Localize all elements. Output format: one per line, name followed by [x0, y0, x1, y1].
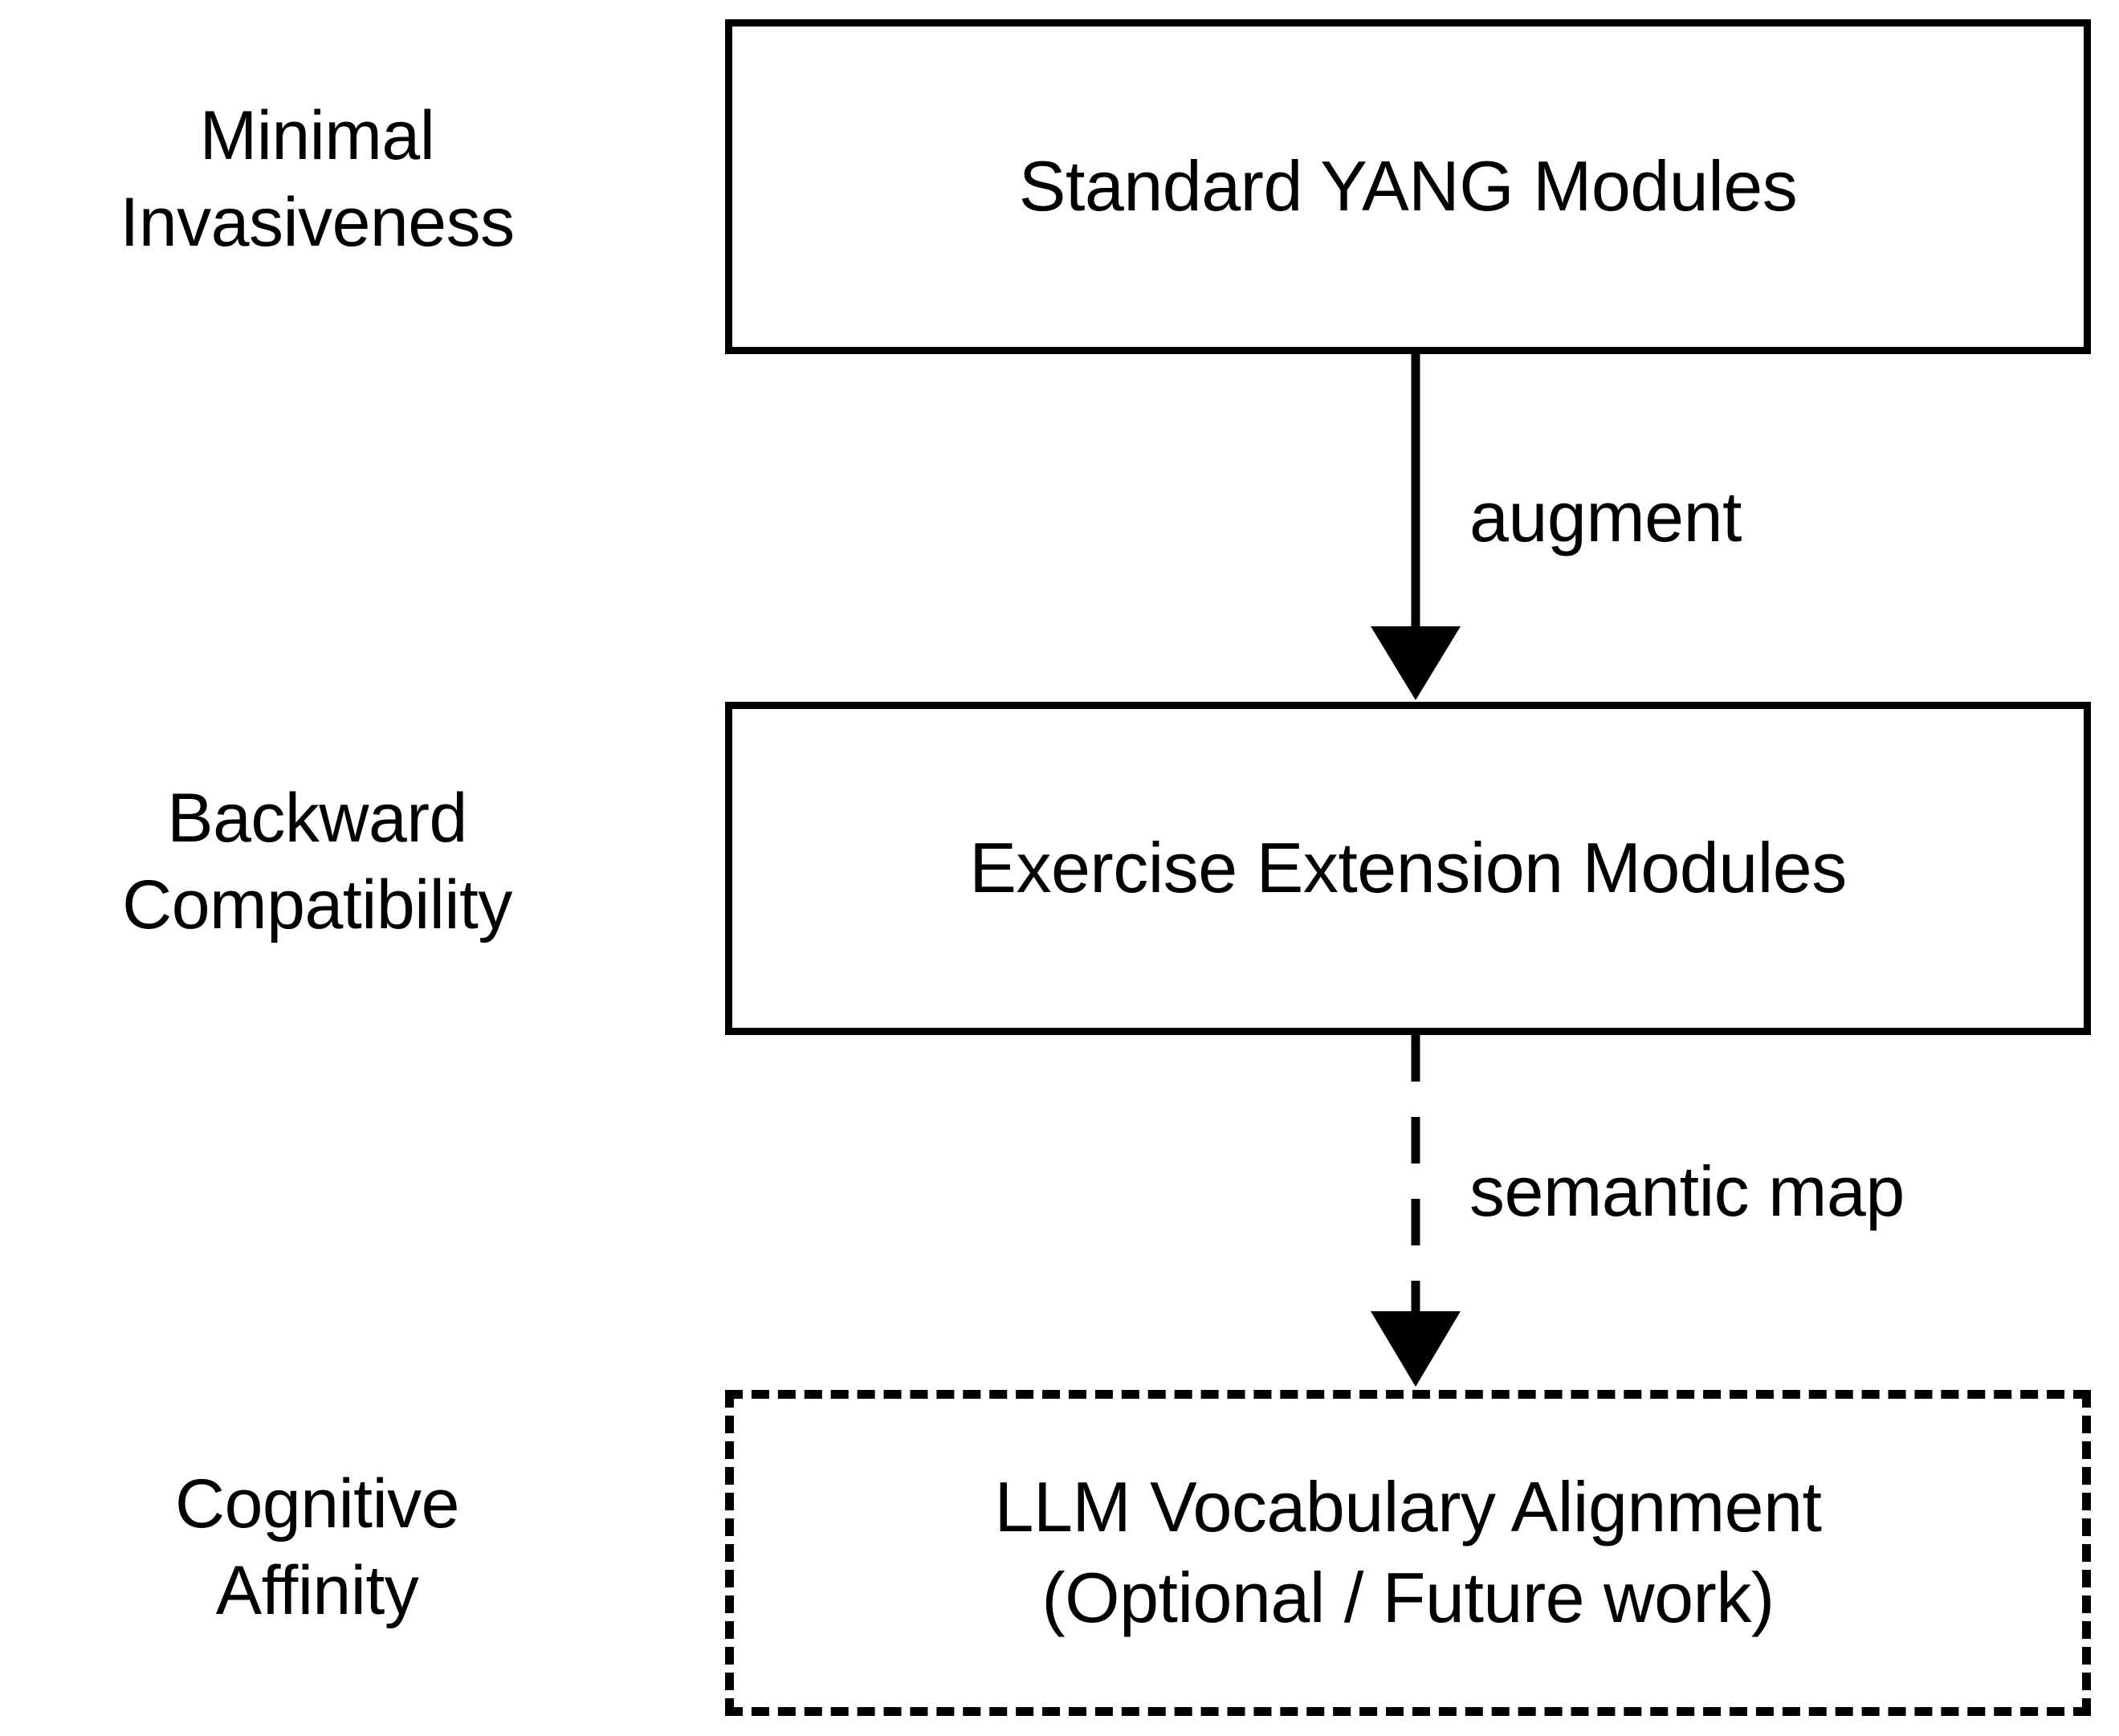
node-exercise-extension-modules[interactable]: Exercise Extension Modules [725, 702, 2091, 1035]
side-label-minimal-invasiveness: Minimal Invasiveness [120, 97, 515, 261]
side-label-cognitive-affinity: Cognitive Affinity [174, 1465, 460, 1629]
node-standard-yang-modules-label: Standard YANG Modules [1018, 146, 1798, 226]
node-llm-vocabulary-alignment[interactable]: LLM Vocabulary Alignment (Optional / Fut… [725, 1390, 2091, 1716]
edge-label-semantic-map: semantic map [1469, 1151, 1905, 1231]
node-exercise-extension-modules-label: Exercise Extension Modules [969, 828, 1847, 908]
node-standard-yang-modules[interactable]: Standard YANG Modules [725, 19, 2091, 354]
node-llm-vocabulary-alignment-label: LLM Vocabulary Alignment (Optional / Fut… [994, 1467, 1822, 1637]
edge-label-augment: augment [1469, 477, 1742, 556]
side-label-backward-compatibility: Backward Compatibility [122, 780, 512, 943]
augment-arrow-icon [1371, 354, 1461, 700]
semantic-map-arrow-icon [1371, 1035, 1461, 1387]
